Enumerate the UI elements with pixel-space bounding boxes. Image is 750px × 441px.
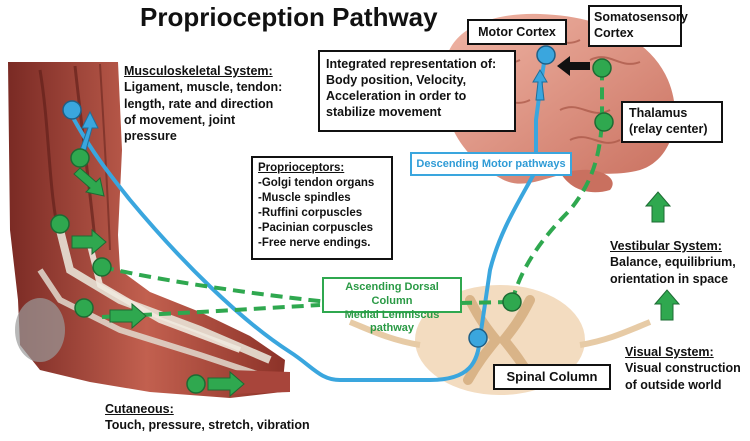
ascending-line: Ascending Dorsal Column: [345, 281, 439, 307]
integrated-line: stabilize movement: [326, 105, 442, 119]
ascending-sensory-pathway: [101, 70, 604, 319]
musculoskeletal-line: pressure: [124, 129, 177, 143]
proprioceptor-item: -Pacinian corpuscles: [258, 221, 374, 234]
integrated-line: Body position, Velocity,: [326, 73, 467, 87]
vestibular-line: Balance, equilibrium,: [610, 255, 736, 270]
integrated-line: Acceleration in order to: [326, 89, 467, 103]
somatosensory-line: Somatosensory: [594, 10, 688, 24]
proprioceptors-heading: Proprioceptors:: [258, 162, 345, 174]
vestibular-label: Vestibular System: Balance, equilibrium,…: [610, 238, 736, 287]
descending-motor-label-box: Descending Motor pathways: [410, 152, 572, 176]
musculoskeletal-line: of movement, joint: [124, 112, 236, 127]
spinal-column-box: Spinal Column: [493, 364, 611, 390]
integrated-line: Integrated representation of:: [326, 57, 497, 71]
proprioceptor-item: -Ruffini corpuscles: [258, 206, 363, 219]
musculoskeletal-line: length, rate and direction: [124, 96, 274, 111]
motor-arrows: [79, 69, 548, 151]
motor-cortex-box: Motor Cortex: [467, 19, 567, 45]
integrated-representation-box: Integrated representation of: Body posit…: [318, 50, 516, 132]
descending-motor-pathway: [68, 55, 547, 382]
cutaneous-label: Cutaneous: Touch, pressure, stretch, vib…: [105, 401, 310, 434]
somatosensory-cortex-box: Somatosensory Cortex: [588, 5, 688, 47]
thalamus-line: Thalamus: [629, 106, 688, 120]
proprioceptor-item: -Muscle spindles: [258, 191, 351, 204]
visual-line: of outside world: [625, 377, 722, 392]
motor-cortex-label: Motor Cortex: [478, 25, 556, 39]
visual-heading: Visual System:: [625, 345, 714, 359]
proprioceptor-item: -Golgi tendon organs: [258, 176, 375, 189]
sensory-nodes: [50, 58, 614, 394]
ascending-line: Medial Lemniscus pathway: [344, 308, 440, 335]
musculoskeletal-label: Musculoskeletal System: Ligament, muscle…: [124, 63, 282, 144]
cutaneous-line: Touch, pressure, stretch, vibration: [105, 418, 310, 433]
thalamus-line: (relay center): [629, 122, 708, 137]
descending-motor-label: Descending Motor pathways: [416, 158, 566, 170]
proprioceptors-box: Proprioceptors: -Golgi tendon organs -Mu…: [251, 156, 393, 260]
motor-nodes: [62, 45, 556, 348]
somatosensory-line: Cortex: [594, 26, 634, 41]
proprioceptor-item: -Free nerve endings.: [258, 236, 371, 249]
vestibular-line: orientation in space: [610, 271, 729, 286]
ascending-pathway-label-box: Ascending Dorsal Column Medial Lemniscus…: [322, 277, 462, 334]
vestibular-heading: Vestibular System:: [610, 239, 722, 253]
cortex-link-arrow: [557, 56, 590, 76]
page-title: Proprioception Pathway: [140, 2, 438, 32]
cutaneous-heading: Cutaneous:: [105, 402, 174, 416]
visual-line: Visual construction: [625, 361, 741, 376]
musculoskeletal-heading: Musculoskeletal System:: [124, 64, 273, 78]
visual-label: Visual System: Visual construction of ou…: [625, 344, 741, 393]
sensory-arrows: [71, 167, 681, 398]
musculoskeletal-line: Ligament, muscle, tendon:: [124, 80, 283, 95]
spinal-column-label: Spinal Column: [506, 369, 598, 384]
thalamus-box: Thalamus (relay center): [621, 101, 723, 143]
